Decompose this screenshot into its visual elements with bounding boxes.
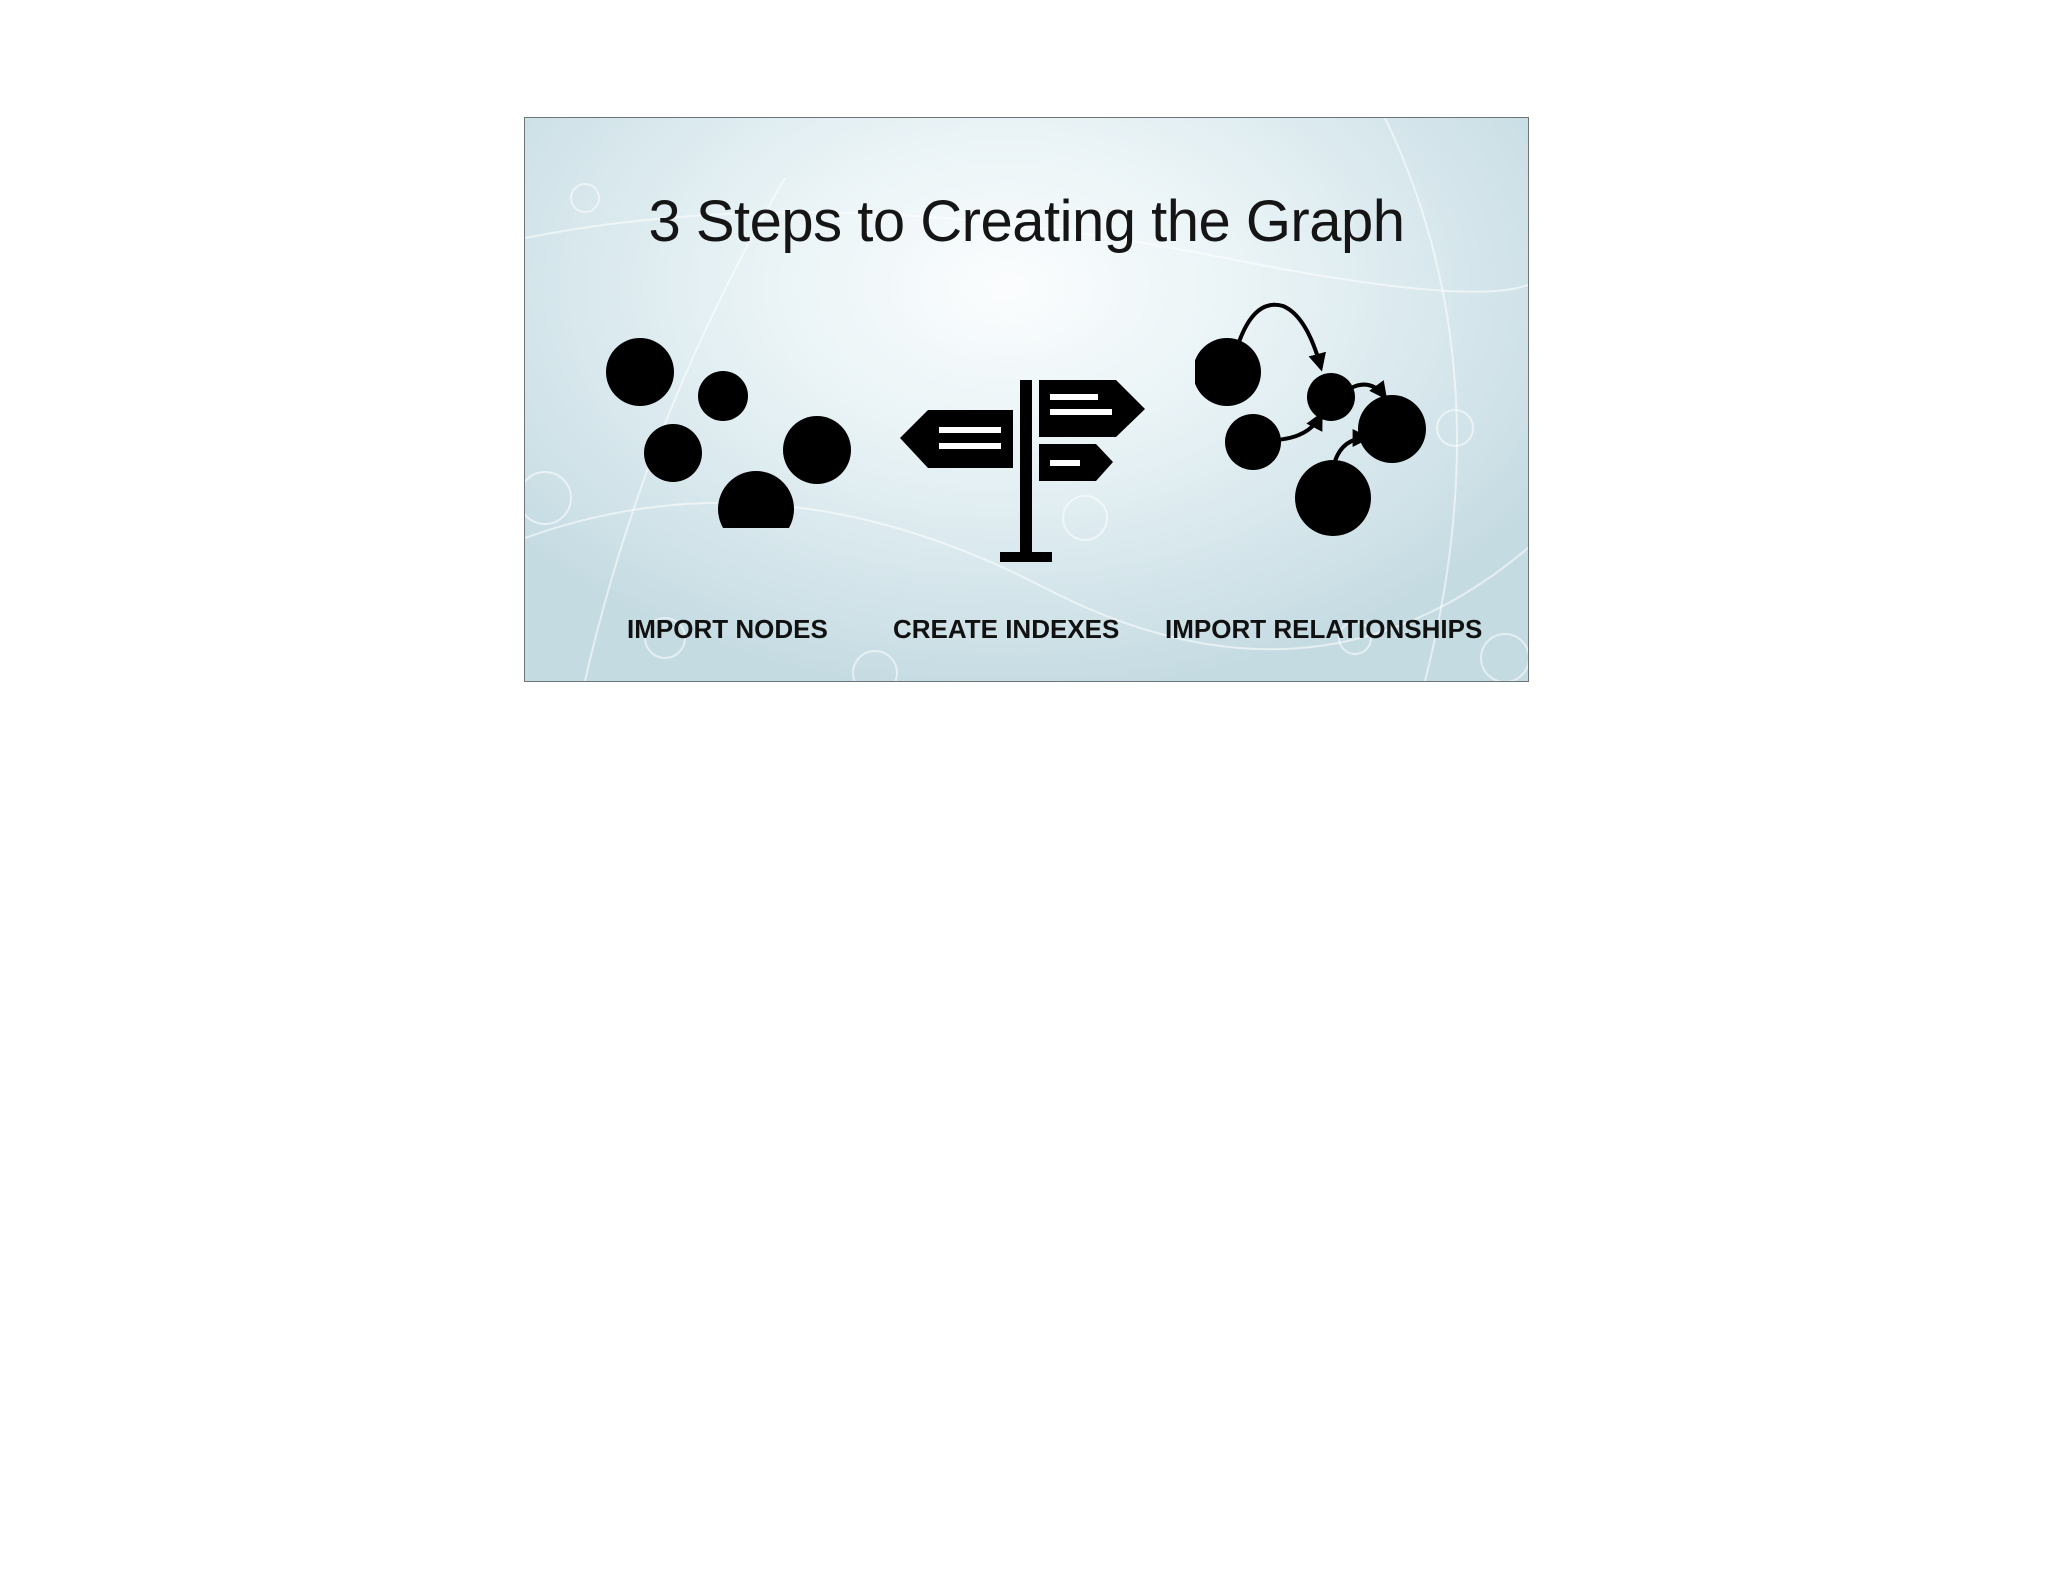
step-label-import-nodes: IMPORT NODES	[627, 614, 828, 644]
slide-title: 3 Steps to Creating the Graph	[648, 189, 1405, 254]
graph-relationships-icon	[1195, 302, 1426, 536]
step-label-create-indexes: CREATE INDEXES	[893, 614, 1120, 644]
signpost-icon	[900, 380, 1145, 562]
slide: 3 Steps to Creating the Graph	[524, 117, 1529, 682]
background-network-pattern	[525, 118, 1528, 681]
step-label-import-relationships: IMPORT RELATIONSHIPS	[1165, 614, 1483, 644]
nodes-icon	[606, 338, 851, 528]
